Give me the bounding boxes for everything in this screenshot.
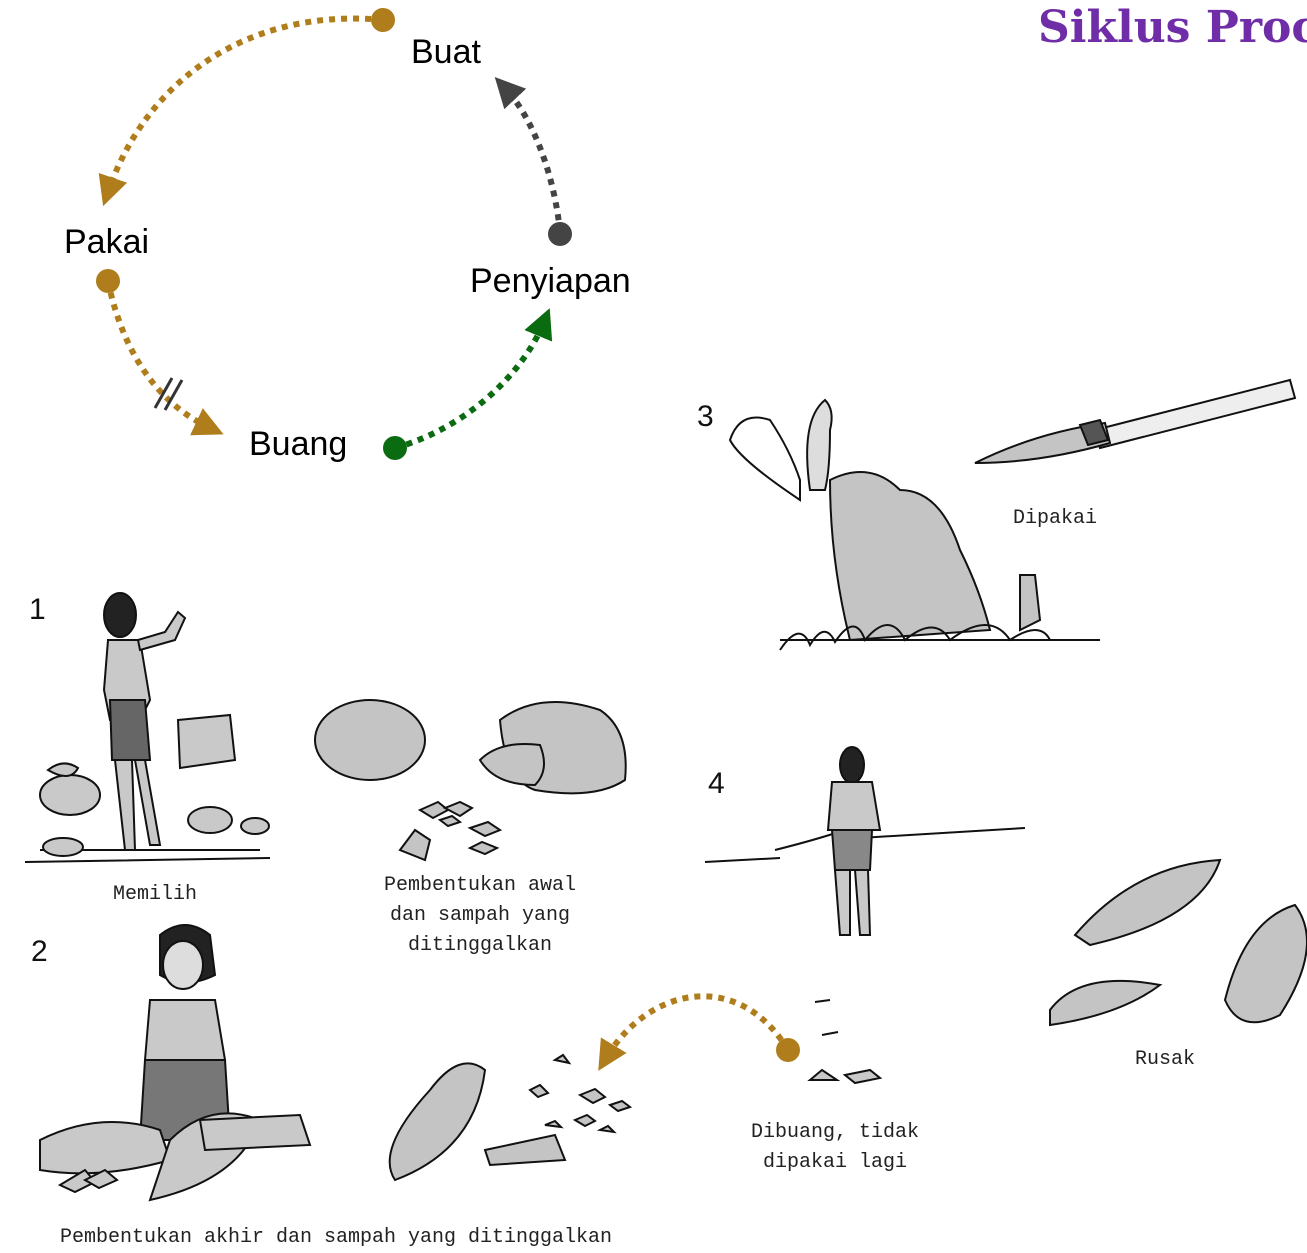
label-buang: Buang <box>249 425 347 464</box>
step-number-1: 1 <box>29 593 46 627</box>
caption-dibuang-line-1: Dibuang, tidak <box>730 1118 940 1148</box>
node-penyiapan <box>548 222 572 246</box>
caption-pembentukan-awal: Pembentukan awal dan sampah yang ditingg… <box>360 871 600 961</box>
caption-dibuang: Dibuang, tidak dipakai lagi <box>730 1118 940 1178</box>
caption-awal-line-2: dan sampah yang <box>360 901 600 931</box>
label-penyiapan: Penyiapan <box>470 262 631 301</box>
arrow-pakai-to-buang <box>108 281 210 428</box>
caption-rusak: Rusak <box>1120 1045 1210 1075</box>
illustration-pembentukan-awal <box>315 700 626 860</box>
caption-dipakai: Dipakai <box>1000 504 1110 534</box>
illustration-rusak <box>1050 860 1307 1025</box>
caption-pembentukan-akhir: Pembentukan akhir dan sampah yang diting… <box>6 1223 666 1253</box>
node-pakai <box>96 269 120 293</box>
step-number-4: 4 <box>708 767 725 801</box>
illustration-dibuang <box>705 747 1025 1083</box>
caption-awal-line-3: ditinggalkan <box>360 931 600 961</box>
illustration-sampah-akhir <box>390 1055 630 1180</box>
caption-memilih: Memilih <box>90 880 220 910</box>
arrow-dibuang-to-sampah <box>606 996 788 1058</box>
illustration-pembentukan-akhir <box>40 925 310 1200</box>
step-number-2: 2 <box>31 935 48 969</box>
step-number-3: 3 <box>697 400 714 434</box>
page-title: Siklus Proc <box>1038 2 1307 53</box>
illustration-spear <box>975 380 1295 463</box>
node-dibuang <box>776 1038 800 1062</box>
node-buang <box>383 436 407 460</box>
label-buat: Buat <box>411 33 481 72</box>
caption-dibuang-line-2: dipakai lagi <box>730 1148 940 1178</box>
caption-awal-line-1: Pembentukan awal <box>360 871 600 901</box>
arrow-penyiapan-to-buat <box>505 88 560 232</box>
illustration-memilih <box>25 593 270 862</box>
arrow-buang-to-penyiapan <box>395 322 544 448</box>
node-buat <box>371 8 395 32</box>
label-pakai: Pakai <box>64 223 149 262</box>
arrow-buat-to-pakai <box>108 19 383 192</box>
